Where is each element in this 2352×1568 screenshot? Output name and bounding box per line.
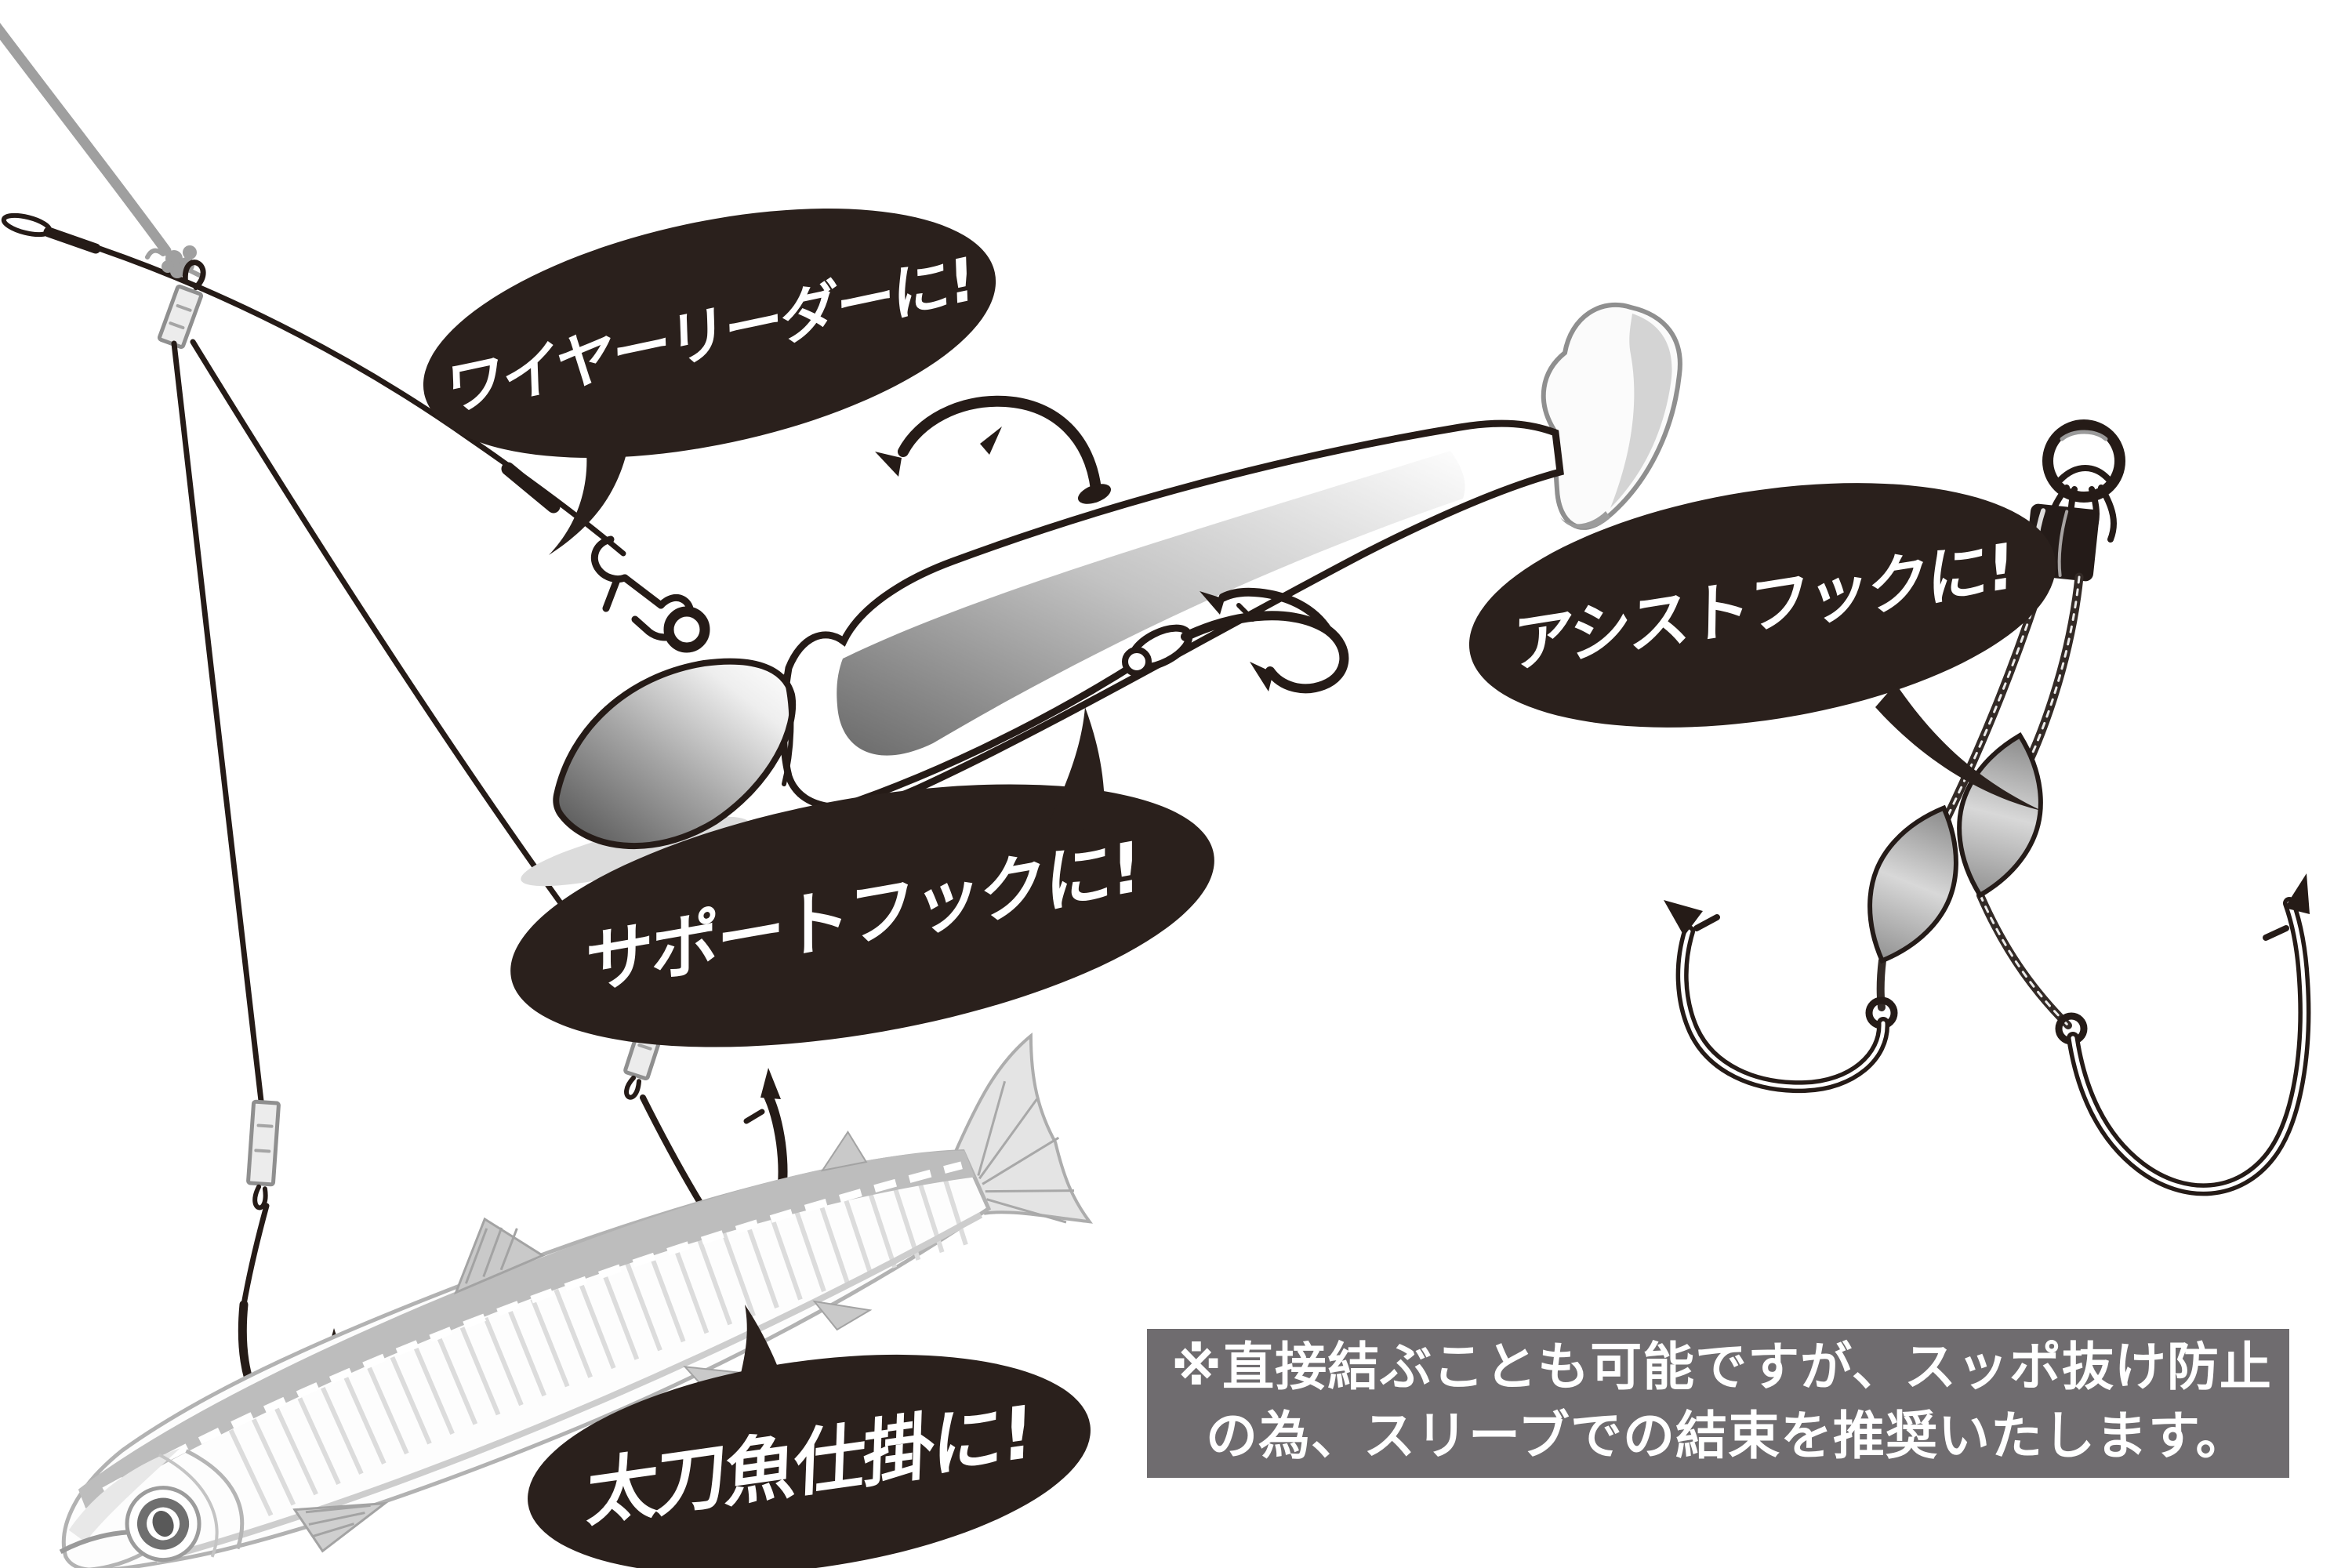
footnote-line-1: ※直接結ぶことも可能ですが、スッポ抜け防止 xyxy=(1171,1337,2272,1397)
crimp-sleeve-top xyxy=(157,260,206,349)
callout-support-hook: サポートフックに! xyxy=(510,707,1214,1047)
dropper-b-tippet xyxy=(640,1094,710,1216)
lure-main-hook xyxy=(875,395,1102,495)
callout-tachiuo-tail xyxy=(737,1305,784,1389)
hook-b-barb xyxy=(743,1109,765,1124)
main-hook-point xyxy=(875,452,902,477)
assist-hook-left xyxy=(1664,900,1898,1094)
callout-assist-hook-balloon xyxy=(1468,483,2056,728)
fish-jaw xyxy=(69,1552,145,1568)
fish-gill-line xyxy=(185,1449,245,1550)
main-hook-base xyxy=(1077,484,1112,504)
fish-eye xyxy=(125,1486,201,1563)
dropper-a-tippet xyxy=(241,1203,270,1308)
callout-wire-leader: ワイヤーリーダーに! xyxy=(423,209,996,555)
solid-ring xyxy=(2042,419,2125,503)
lure-tail-paddle xyxy=(1541,302,1682,530)
fish-tail-fin xyxy=(953,1032,1094,1224)
jighead-weight xyxy=(553,658,797,850)
callout-wire-leader-tail xyxy=(549,423,632,555)
lure-body-shading xyxy=(837,451,1465,756)
leader-end-loop xyxy=(1,212,53,238)
callout-tachiuo-balloon xyxy=(528,1354,1091,1568)
fish-head-shading xyxy=(68,1448,180,1543)
dropper-wire-a xyxy=(171,340,264,1104)
callout-assist-hook: アシストフックに! xyxy=(1468,483,2056,811)
solid-ring-shine xyxy=(2060,430,2108,441)
main-hook-barb xyxy=(980,426,1002,455)
fish-mouth xyxy=(59,1530,129,1554)
footnote-box: ※直接結ぶことも可能ですが、スッポ抜け防止 の為、スリーブでの結束を推奨いたしま… xyxy=(1147,1329,2289,1478)
rigged-baitfish-illustration xyxy=(59,1032,1094,1568)
jighead-line-eye xyxy=(663,606,710,653)
fish-belly-stripe xyxy=(155,1212,983,1563)
line-knot xyxy=(145,245,203,278)
crimp-sleeve-a xyxy=(246,1099,281,1210)
assist-hook-right xyxy=(2055,873,2311,1196)
callout-support-hook-tail xyxy=(1047,707,1105,833)
hook-b-point xyxy=(760,1068,781,1099)
callout-tachiuo-rig: 太刀魚仕掛に! xyxy=(528,1305,1091,1568)
assist-barrel-left xyxy=(1867,804,1958,964)
footnote-line-2: の為、スリーブでの結束を推奨いたします。 xyxy=(1206,1406,2248,1466)
assist-barrel-right xyxy=(1957,732,2043,898)
fish-dorsal-fin xyxy=(453,1217,546,1295)
fish-finlet xyxy=(820,1131,868,1172)
callout-wire-leader-balloon xyxy=(423,209,996,458)
main-line xyxy=(0,23,172,256)
fish-lateral-line xyxy=(102,1161,963,1495)
fish-pectoral-fin xyxy=(292,1501,389,1553)
wire-leader-line xyxy=(45,229,626,557)
jighead-collar-seam xyxy=(782,673,794,786)
footnote-background xyxy=(1147,1329,2289,1478)
fish-gill-line-2 xyxy=(158,1453,219,1558)
callout-support-hook-balloon xyxy=(510,784,1214,1047)
jighead-swimbait-illustration xyxy=(521,302,1682,887)
leader-crimp xyxy=(501,462,561,514)
fish-ribs xyxy=(228,1149,983,1516)
fish-anal-fin xyxy=(812,1300,873,1331)
callout-assist-hook-tail xyxy=(1875,684,2042,811)
